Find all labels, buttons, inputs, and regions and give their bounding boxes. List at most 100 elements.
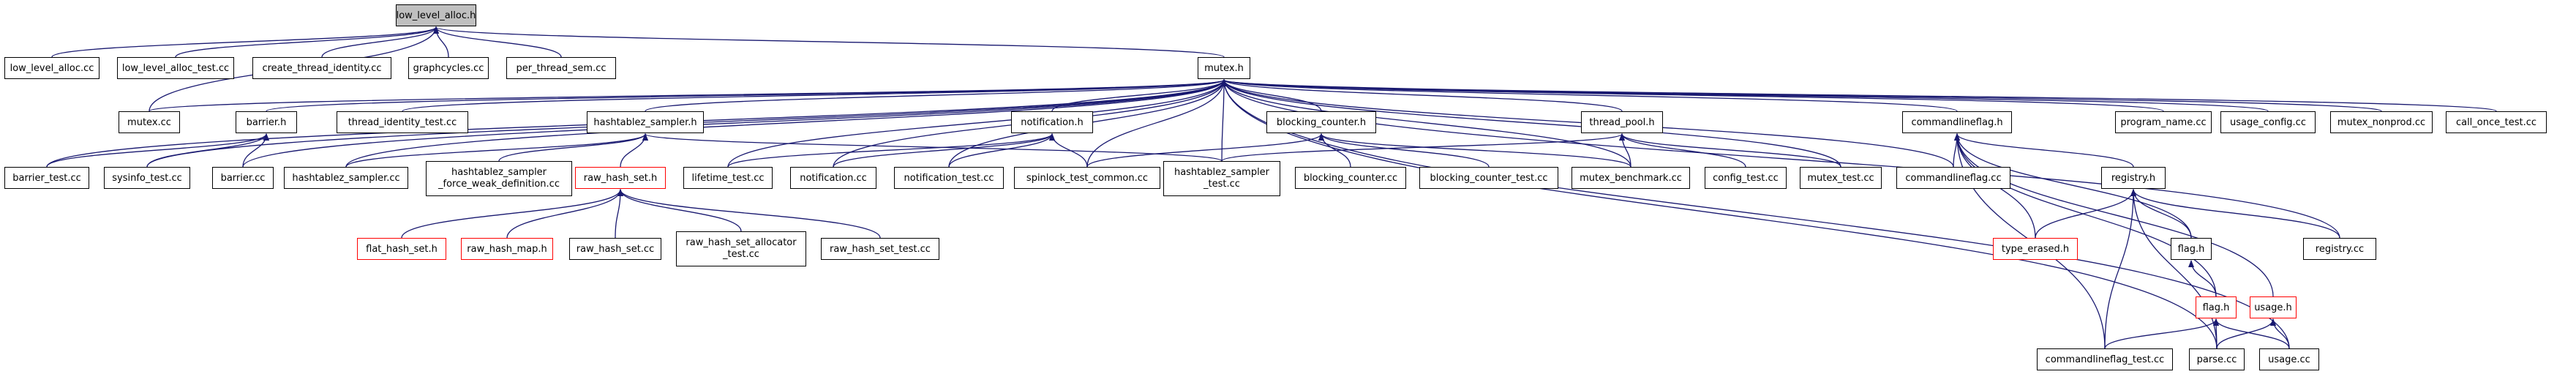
edge-thread_pool_h-to-mutex_test_cc [1619, 133, 1841, 168]
node-low-level-alloc-test-cc[interactable]: low_level_alloc_test.cc [117, 57, 234, 79]
edge-flag_h_b-to-commandlineflag_test_cc [2104, 318, 2219, 349]
node-barrier-test-cc[interactable]: barrier_test.cc [4, 167, 89, 189]
node-spinlock-test-common-cc[interactable]: spinlock_test_common.cc [1014, 167, 1160, 189]
edge-mutex_h-to-thread_identity_test_cc [402, 79, 1227, 112]
edge-mutex_h-to-hashtablez_sampler_test_cc [1220, 79, 1227, 162]
edge-registry_h-to-parse_cc [2130, 189, 2218, 349]
node-lifetime-test-cc[interactable]: lifetime_test.cc [683, 167, 773, 189]
node-flat-hash-set-h[interactable]: flat_hash_set.h [357, 238, 446, 260]
node-mutex-nonprod-cc[interactable]: mutex_nonprod.cc [2330, 111, 2433, 133]
node-mutex-cc[interactable]: mutex.cc [119, 111, 180, 133]
node-flag-h[interactable]: flag.h [2171, 238, 2212, 260]
edge-thread_pool_h-to-hashtablez_sampler_test_cc [1221, 133, 1625, 162]
edge-mutex_h-to-thread_pool_h [1221, 79, 1623, 112]
edge-notification_h-to-notification_cc [833, 133, 1055, 168]
edge-low_level_alloc_h-to-create_thread_identity_cc [321, 26, 439, 58]
edge-mutex_h-to-mutex_cc [149, 79, 1227, 112]
node-raw-hash-set-h[interactable]: raw_hash_set.h [575, 167, 666, 189]
edge-flag_h_b-to-usage_cc [2213, 318, 2290, 349]
edge-mutex_h-to-hashtablez_sampler_cc [345, 79, 1227, 168]
node-commandlineflag-test-cc[interactable]: commandlineflag_test.cc [2037, 348, 2173, 370]
edge-blocking_counter_h-to-mutex_benchmark_cc [1318, 133, 1631, 168]
node-notification-test-cc[interactable]: notification_test.cc [894, 167, 1004, 189]
node-raw-hash-set-cc[interactable]: raw_hash_set.cc [569, 238, 661, 260]
node-raw-hash-map-h[interactable]: raw_hash_map.h [461, 238, 553, 260]
edge-barrier_h-to-sysinfo_test_cc [146, 133, 269, 168]
edge-usage_h-to-parse_cc [2216, 318, 2276, 349]
edge-usage_h-to-usage_cc [2270, 318, 2290, 349]
edge-registry_h-to-flag_h_a [2130, 189, 2192, 239]
edge-hashtablez_sampler_h-to-hashtablez_sampler_cc [345, 133, 648, 168]
edge-mutex_h-to-barrier_h [266, 79, 1227, 112]
node-low-level-alloc-cc[interactable]: low_level_alloc.cc [4, 57, 99, 79]
edge-mutex_h-to-commandlineflag_h [1221, 79, 1958, 112]
node-graphcycles-cc[interactable]: graphcycles.cc [408, 57, 489, 79]
node-commandlineflag-h[interactable]: commandlineflag.h [1902, 111, 2012, 133]
edge-commandlineflag_h-to-flag_h_b [1954, 133, 2217, 297]
node-thread-pool-h[interactable]: thread_pool.h [1581, 111, 1663, 133]
edge-low_level_alloc_h-to-mutex_h [433, 26, 1225, 58]
edge-mutex_h-to-mutex_test_cc [1221, 79, 1841, 168]
node-mutex-h[interactable]: mutex.h [1198, 57, 1250, 79]
edge-commandlineflag_h-to-flag_h_a [1954, 133, 2192, 239]
node-registry-h[interactable]: registry.h [2101, 167, 2166, 189]
edge-mutex_h-to-barrier_cc [242, 79, 1227, 168]
edge-barrier_h-to-barrier_test_cc [46, 133, 269, 168]
node-mutex-benchmark-cc[interactable]: mutex_benchmark.cc [1571, 167, 1690, 189]
node-type-erased-h[interactable]: type_erased.h [1993, 238, 2078, 260]
node-config-test-cc[interactable]: config_test.cc [1705, 167, 1787, 189]
edge-hashtablez_sampler_h-to-hashtablez_sampler_test_cc [642, 133, 1223, 162]
edge-notification_h-to-notification_test_cc [948, 133, 1055, 168]
edge-raw_hash_set_h-to-raw_hash_set_allocator_test_cc [617, 189, 742, 232]
node-program-name-cc[interactable]: program_name.cc [2115, 111, 2212, 133]
node-notification-h[interactable]: notification.h [1011, 111, 1093, 133]
edge-mutex_h-to-call_once_test_cc [1221, 79, 2497, 112]
node-barrier-h[interactable]: barrier.h [236, 111, 297, 133]
node-notification-cc[interactable]: notification.cc [790, 167, 876, 189]
edge-blocking_counter_h-to-spinlock_test_common_cc [1086, 133, 1324, 168]
edge-flag_h_a-to-flag_h_b [2188, 260, 2217, 297]
node-hashtablez-sampler-cc[interactable]: hashtablez_sampler.cc [284, 167, 408, 189]
node-hashtablez-sampler-h[interactable]: hashtablez_sampler.h [587, 111, 704, 133]
edge-commandlineflag_h-to-usage_h [1954, 133, 2274, 297]
edge-mutex_h-to-registry_cc [1221, 79, 2340, 239]
node-raw-hash-set-test-cc[interactable]: raw_hash_set_test.cc [821, 238, 939, 260]
node-create-thread-identity-cc[interactable]: create_thread_identity.cc [252, 57, 391, 79]
node-raw-hash-set-allocator-test-cc[interactable]: raw_hash_set_allocator _test.cc [676, 231, 806, 266]
node-flag-h-missing[interactable]: flag.h [2196, 296, 2237, 318]
node-commandlineflag-cc[interactable]: commandlineflag.cc [1896, 167, 2010, 189]
edge-mutex_h-to-usage_config_cc [1221, 79, 2269, 112]
node-usage-cc[interactable]: usage.cc [2259, 348, 2319, 370]
node-sysinfo-test-cc[interactable]: sysinfo_test.cc [104, 167, 190, 189]
node-usage-h[interactable]: usage.h [2250, 296, 2297, 318]
node-hashtablez-sampler-test-cc[interactable]: hashtablez_sampler _test.cc [1163, 161, 1280, 196]
edge-mutex_h-to-hashtablez_sampler_h [645, 79, 1227, 112]
edge-raw_hash_set_h-to-flat_hash_set_h [401, 189, 623, 239]
node-per-thread-sem-cc[interactable]: per_thread_sem.cc [506, 57, 616, 79]
node-mutex-test-cc[interactable]: mutex_test.cc [1800, 167, 1882, 189]
node-hashtablez-sampler-force-weak-definition-cc[interactable]: hashtablez_sampler _force_weak_definitio… [426, 161, 572, 196]
edge-mutex_h-to-lifetime_test_cc [727, 79, 1227, 168]
node-blocking-counter-test-cc[interactable]: blocking_counter_test.cc [1419, 167, 1558, 189]
node-blocking-counter-cc[interactable]: blocking_counter.cc [1295, 167, 1406, 189]
edge-mutex_h-to-blocking_counter_h [1221, 79, 1322, 112]
node-usage-config-cc[interactable]: usage_config.cc [2220, 111, 2316, 133]
node-barrier-cc[interactable]: barrier.cc [212, 167, 274, 189]
edge-commandlineflag_h-to-registry_h [1954, 133, 2134, 168]
node-thread-identity-test-cc[interactable]: thread_identity_test.cc [337, 111, 468, 133]
node-registry-cc[interactable]: registry.cc [2303, 238, 2376, 260]
edge-registry_h-to-commandlineflag_test_cc [2104, 189, 2136, 349]
node-call-once-test-cc[interactable]: call_once_test.cc [2446, 111, 2547, 133]
edge-low_level_alloc_h-to-low_level_alloc_cc [51, 26, 439, 58]
edge-low_level_alloc_h-to-graphcycles_cc [433, 26, 449, 58]
edge-registry_h-to-registry_cc [2130, 189, 2340, 239]
node-low-level-alloc-h: low_level_alloc.h [396, 4, 476, 26]
edge-hashtablez_sampler_h-to-hashtablez_sampler_force_weak_definition_cc [498, 133, 648, 162]
edge-blocking_counter_h-to-blocking_counter_test_cc [1318, 133, 1490, 168]
node-parse-cc[interactable]: parse.cc [2189, 348, 2245, 370]
edge-low_level_alloc_h-to-per_thread_sem_cc [433, 26, 562, 58]
edge-mutex_h-to-mutex_benchmark_cc [1221, 79, 1631, 168]
node-blocking-counter-h[interactable]: blocking_counter.h [1266, 111, 1376, 133]
edge-registry_h-to-type_erased_h [2035, 189, 2136, 239]
